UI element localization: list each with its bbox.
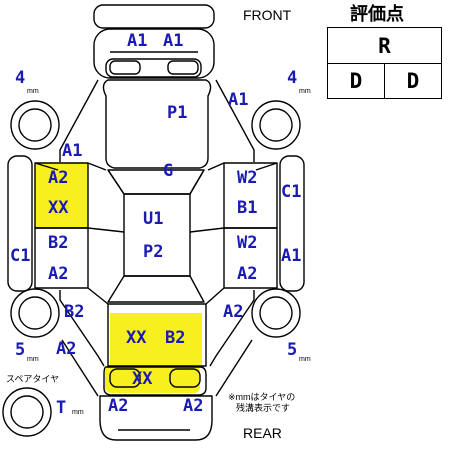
tire-rear-left-icon: [10, 288, 60, 338]
note-line-1: ※mmはタイヤの: [228, 392, 296, 402]
code-rear-left-lower: A2: [56, 339, 77, 359]
code-rear-bumper-center: XX: [132, 369, 153, 389]
tire-front-right-unit: mm: [299, 88, 311, 95]
tire-rear-right-unit: mm: [299, 356, 311, 363]
score-overall: R: [327, 27, 442, 64]
tire-rear-right-depth: 5: [287, 340, 298, 360]
code-rear-bumper-right: A2: [183, 396, 204, 416]
code-roof-1: U1: [143, 209, 164, 229]
score-title: 評価点: [350, 4, 404, 24]
code-right-rear-door-1: W2: [237, 233, 258, 253]
tire-spare-icon: [2, 387, 52, 437]
code-trunk-1: XX: [126, 328, 147, 348]
code-trunk-2: B2: [165, 328, 186, 348]
code-rear-bumper-left: A2: [108, 396, 129, 416]
code-rear-right-quarter: A2: [223, 302, 244, 322]
code-roof-2: P2: [143, 242, 164, 262]
code-right-front-door-2: B1: [237, 198, 258, 218]
tire-rear-left-depth: 5: [15, 340, 26, 360]
code-front-bumper-right: A1: [163, 31, 184, 51]
score-interior: D: [327, 63, 385, 99]
tire-rear-right-icon: [251, 288, 301, 338]
code-front-left-fender: A1: [62, 141, 83, 161]
code-front-bumper-left: A1: [127, 31, 148, 51]
tire-front-right-depth: 4: [287, 68, 298, 88]
note-line-2: 残溝表示です: [236, 403, 291, 413]
code-left-pillar: C1: [10, 246, 31, 266]
code-right-front-door-1: W2: [237, 168, 258, 188]
tire-rear-left-unit: mm: [27, 356, 39, 363]
rear-label: REAR: [243, 425, 282, 441]
spare-tire-label: スペアタイヤ: [6, 374, 60, 384]
code-left-rear-door-1: B2: [48, 233, 69, 253]
tire-front-left-depth: 4: [15, 68, 26, 88]
code-windshield: G: [163, 161, 174, 181]
code-front-right-fender: A1: [228, 90, 249, 110]
front-label: FRONT: [243, 7, 292, 23]
code-left-rear-door-2: A2: [48, 264, 69, 284]
tire-front-left-icon: [10, 100, 60, 150]
code-left-front-door-2: XX: [48, 198, 69, 218]
tire-front-left-unit: mm: [27, 88, 39, 95]
code-right-pillar-top: C1: [281, 182, 302, 202]
tire-spare-depth: T: [56, 398, 67, 418]
code-rear-left-quarter: B2: [64, 302, 85, 322]
tire-spare-unit: mm: [72, 409, 84, 416]
score-exterior: D: [384, 63, 442, 99]
tire-front-right-icon: [251, 100, 301, 150]
code-bonnet: P1: [167, 103, 188, 123]
code-right-pillar-bottom: A1: [281, 246, 302, 266]
code-left-front-door-1: A2: [48, 168, 69, 188]
score-table: R D D: [327, 27, 442, 99]
code-right-rear-door-2: A2: [237, 264, 258, 284]
